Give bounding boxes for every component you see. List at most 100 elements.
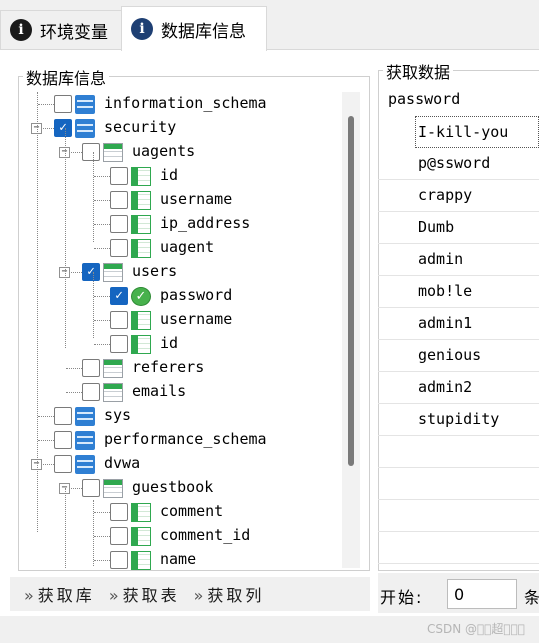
tree-node-label: information_schema — [104, 94, 267, 112]
data-row[interactable]: mob!le — [378, 276, 539, 308]
table-icon — [103, 263, 123, 282]
tree-node[interactable]: uagent — [28, 236, 344, 260]
tree-node[interactable]: name — [28, 548, 344, 572]
collapse-icon[interactable]: − — [59, 483, 70, 494]
tree-node[interactable]: referers — [28, 356, 344, 380]
tree-node[interactable]: username — [28, 188, 344, 212]
node-checkbox[interactable] — [54, 95, 72, 113]
collapse-icon[interactable]: − — [31, 459, 42, 470]
collapse-icon[interactable]: − — [31, 123, 42, 134]
start-bar: 开始: 条 — [378, 573, 539, 613]
tree-node[interactable]: id — [28, 332, 344, 356]
node-checkbox[interactable] — [82, 143, 100, 161]
empty-row — [378, 532, 539, 564]
data-cell: p@ssword — [418, 154, 491, 172]
node-checkbox[interactable] — [110, 527, 128, 545]
tree-node-label: comment — [160, 502, 224, 520]
tree-node-label: uagent — [160, 238, 215, 256]
tree-guide — [93, 152, 94, 242]
empty-row — [378, 436, 539, 468]
column-header[interactable]: password — [388, 90, 461, 108]
data-row[interactable]: crappy — [378, 180, 539, 212]
node-checkbox[interactable] — [82, 383, 100, 401]
status-strip — [0, 616, 539, 643]
node-checkbox[interactable] — [110, 311, 128, 329]
node-checkbox[interactable] — [54, 455, 72, 473]
node-checkbox[interactable]: ✓ — [54, 119, 72, 137]
tree-node[interactable]: −uagents — [28, 140, 344, 164]
chevron-icon: » — [193, 586, 204, 605]
data-row[interactable]: admin1 — [378, 308, 539, 340]
collapse-icon[interactable]: − — [59, 147, 70, 158]
tree-node[interactable]: emails — [28, 380, 344, 404]
data-row[interactable]: I-kill-you — [415, 116, 539, 148]
tree-node[interactable]: ip_address — [28, 212, 344, 236]
get-column-button[interactable]: »获取列 — [194, 582, 265, 606]
tree-node[interactable]: ✓✓password — [28, 284, 344, 308]
tree-node-label: sys — [104, 406, 132, 424]
tree-node[interactable]: −✓security — [28, 116, 344, 140]
node-checkbox[interactable]: ✓ — [110, 287, 128, 305]
tree-connector — [38, 128, 54, 129]
info-icon: i — [131, 18, 153, 40]
node-checkbox[interactable] — [110, 167, 128, 185]
node-checkbox[interactable] — [110, 551, 128, 569]
data-row[interactable]: admin2 — [378, 372, 539, 404]
get-table-button[interactable]: »获取表 — [109, 582, 180, 606]
data-row[interactable]: genious — [378, 340, 539, 372]
collapse-icon[interactable]: − — [59, 267, 70, 278]
column-icon — [131, 239, 151, 258]
chevron-icon: » — [24, 586, 34, 605]
table-icon — [103, 383, 123, 402]
tree-node[interactable]: id — [28, 164, 344, 188]
tab-db-info[interactable]: i 数据库信息 — [121, 6, 267, 51]
tree-node[interactable]: comment_id — [28, 524, 344, 548]
start-input[interactable] — [447, 579, 517, 609]
scroll-thumb[interactable] — [348, 116, 354, 466]
node-checkbox[interactable] — [110, 191, 128, 209]
tree-node[interactable]: sys — [28, 404, 344, 428]
table-icon — [103, 479, 123, 498]
data-row[interactable]: admin — [378, 244, 539, 276]
node-checkbox[interactable] — [82, 479, 100, 497]
column-icon — [131, 527, 151, 546]
tree-node-label: password — [160, 286, 233, 304]
node-checkbox[interactable] — [54, 431, 72, 449]
tab-label: 环境变量 — [40, 22, 108, 43]
node-checkbox[interactable] — [110, 239, 128, 257]
tree-node-label: performance_schema — [104, 430, 267, 448]
tree-scrollbar[interactable] — [342, 92, 360, 568]
node-checkbox[interactable] — [82, 359, 100, 377]
node-checkbox[interactable]: ✓ — [82, 263, 100, 281]
data-row[interactable]: stupidity — [378, 404, 539, 436]
tree-node[interactable]: −✓users — [28, 260, 344, 284]
tree-node[interactable]: − guestbook — [28, 476, 344, 500]
tree-node-label: guestbook — [132, 478, 214, 496]
watermark: CSDN @  超    — [426, 622, 525, 636]
data-cell: Dumb — [418, 218, 455, 236]
database-icon — [75, 119, 95, 138]
database-icon — [75, 431, 95, 450]
empty-row — [378, 468, 539, 500]
empty-row — [378, 500, 539, 532]
node-checkbox[interactable] — [110, 335, 128, 353]
tree-connector — [94, 224, 110, 225]
node-checkbox[interactable] — [110, 503, 128, 521]
node-checkbox[interactable] — [110, 215, 128, 233]
column-icon — [131, 215, 151, 234]
column-icon — [131, 311, 151, 330]
tree-node[interactable]: username — [28, 308, 344, 332]
data-row[interactable]: p@ssword — [378, 148, 539, 180]
action-bar: »获取库 »获取表 »获取列 — [10, 577, 370, 611]
tree-node[interactable]: information_schema — [28, 92, 344, 116]
node-checkbox[interactable] — [54, 407, 72, 425]
tab-env-vars[interactable]: i 环境变量 — [0, 10, 122, 50]
tree-connector — [94, 248, 110, 249]
tree-node[interactable]: comment — [28, 500, 344, 524]
data-row[interactable]: Dumb — [378, 212, 539, 244]
tree-node[interactable]: −dvwa — [28, 452, 344, 476]
tree-node[interactable]: performance_schema — [28, 428, 344, 452]
get-db-button[interactable]: »获取库 — [24, 582, 95, 606]
